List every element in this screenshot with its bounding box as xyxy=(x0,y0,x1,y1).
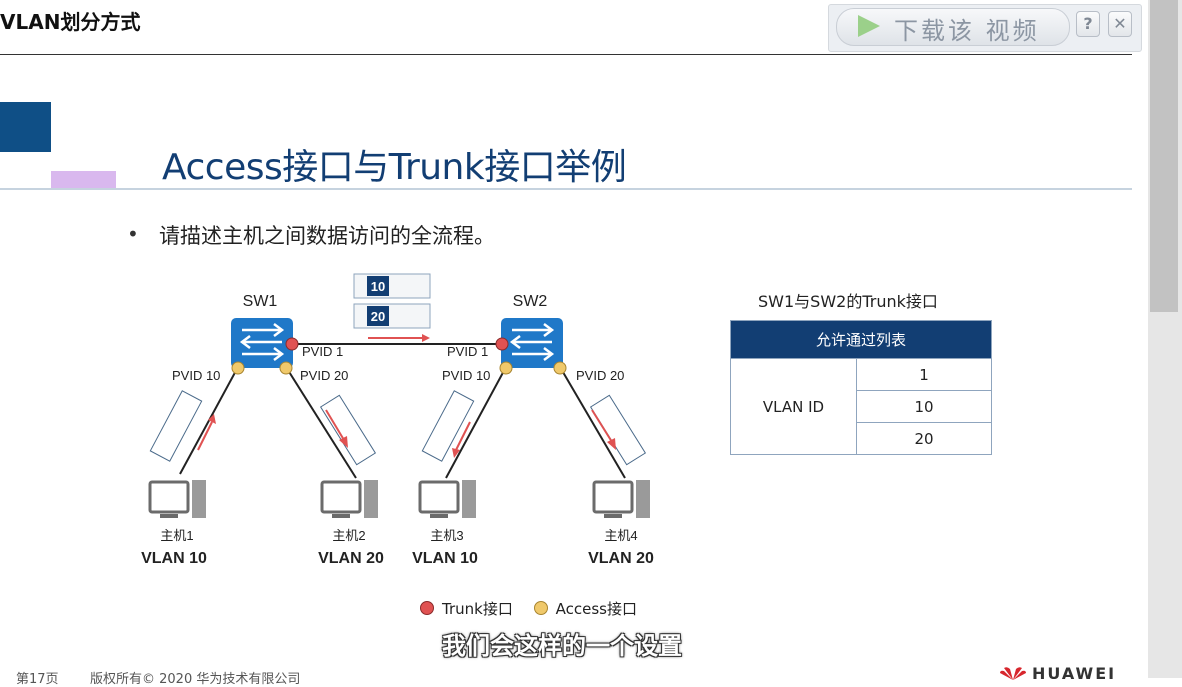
port-label: PVID 10 xyxy=(442,368,490,383)
trunk-port-dot xyxy=(285,337,299,351)
table-cell: 20 xyxy=(856,422,992,455)
host-name: 主机2 xyxy=(332,528,365,543)
frame-vlan10: 10 xyxy=(353,273,431,299)
flow-arrow-head xyxy=(208,414,216,424)
bullet-icon: • xyxy=(127,222,139,246)
slide-title-underline xyxy=(0,188,1132,190)
frame-label: 10 xyxy=(371,279,385,294)
access-frame xyxy=(319,394,377,466)
flow-arrow xyxy=(197,421,213,451)
switch-icon xyxy=(231,318,293,368)
flow-arrow-head xyxy=(607,438,616,450)
link-host4 xyxy=(559,366,626,479)
host-pc-icon xyxy=(418,480,476,518)
port-label: PVID 1 xyxy=(302,344,343,359)
table-header: 允许通过列表 xyxy=(730,320,992,359)
network-diagram: 10 20 SW1 SW2 PVID 1 PVID 10 PVID 20 PVI… xyxy=(141,273,654,567)
scrollbar-thumb[interactable] xyxy=(1150,0,1178,312)
slide-title: Access接口与Trunk接口举例 xyxy=(162,147,627,188)
host-name: 主机4 xyxy=(604,528,637,543)
page-title: VLAN划分方式 xyxy=(0,10,141,34)
host-vlan: VLAN 20 xyxy=(588,550,654,567)
legend-trunk-label: Trunk接口 xyxy=(442,600,513,618)
host-vlan: VLAN 20 xyxy=(318,550,384,567)
table-row-label: VLAN ID xyxy=(730,358,857,455)
port-label: PVID 20 xyxy=(576,368,624,383)
host-vlan: VLAN 10 xyxy=(412,550,478,567)
host-pc-icon xyxy=(592,480,650,518)
decor-blue-block xyxy=(0,102,51,152)
host-name: 主机3 xyxy=(430,528,463,543)
table-cell: 1 xyxy=(856,358,992,391)
footer-logo: HUAWEI xyxy=(1032,664,1117,683)
access-frame xyxy=(149,390,203,462)
flow-arrow xyxy=(325,409,345,441)
video-subtitle: 我们会这样的一个设置 xyxy=(442,632,682,660)
huawei-logo-icon xyxy=(1000,667,1026,680)
flow-arrow-head xyxy=(452,448,460,458)
access-port-dot xyxy=(553,361,567,375)
switch-icon xyxy=(501,318,563,368)
table-cell: 10 xyxy=(856,390,992,423)
host-pc-icon xyxy=(320,480,378,518)
access-legend-dot xyxy=(533,601,548,615)
host-name: 主机1 xyxy=(160,528,193,543)
frame-vlan20: 20 xyxy=(353,303,431,329)
help-button[interactable]: ? xyxy=(1076,11,1100,37)
host-pc-icon xyxy=(148,480,206,518)
host-vlan: VLAN 10 xyxy=(141,550,207,567)
header-divider xyxy=(0,54,1132,55)
access-port-dot xyxy=(499,361,513,375)
switch-name: SW2 xyxy=(513,293,548,310)
flow-arrow-head xyxy=(339,436,348,448)
link-host2 xyxy=(285,366,357,479)
link-host3 xyxy=(445,366,507,479)
legend-access-label: Access接口 xyxy=(555,600,637,618)
access-frame xyxy=(421,390,475,462)
download-video-label: 下载该 视频 xyxy=(894,17,1040,45)
access-port-dot xyxy=(231,361,245,375)
trunk-allowed-table: 允许通过列表 VLAN ID 1 10 20 xyxy=(730,320,992,455)
frame-label: 20 xyxy=(371,309,385,324)
access-port-dot xyxy=(279,361,293,375)
bullet-text: 请描述主机之间数据访问的全流程。 xyxy=(159,224,495,248)
legend: Trunk接口 Access接口 xyxy=(420,598,637,619)
flow-arrow xyxy=(455,421,471,451)
decor-purple-block xyxy=(51,171,116,189)
close-button[interactable]: ✕ xyxy=(1108,11,1132,37)
port-label: PVID 10 xyxy=(172,368,220,383)
port-label: PVID 1 xyxy=(447,344,488,359)
trunk-port-dot xyxy=(495,337,509,351)
access-frame xyxy=(589,394,647,466)
trunk-arrow-head xyxy=(422,334,430,342)
trunk-legend-dot xyxy=(420,601,434,615)
switch-name: SW1 xyxy=(243,293,278,310)
port-label: PVID 20 xyxy=(300,368,348,383)
play-icon xyxy=(858,15,880,37)
flow-arrow xyxy=(591,409,613,443)
table-caption: SW1与SW2的Trunk接口 xyxy=(758,292,938,311)
